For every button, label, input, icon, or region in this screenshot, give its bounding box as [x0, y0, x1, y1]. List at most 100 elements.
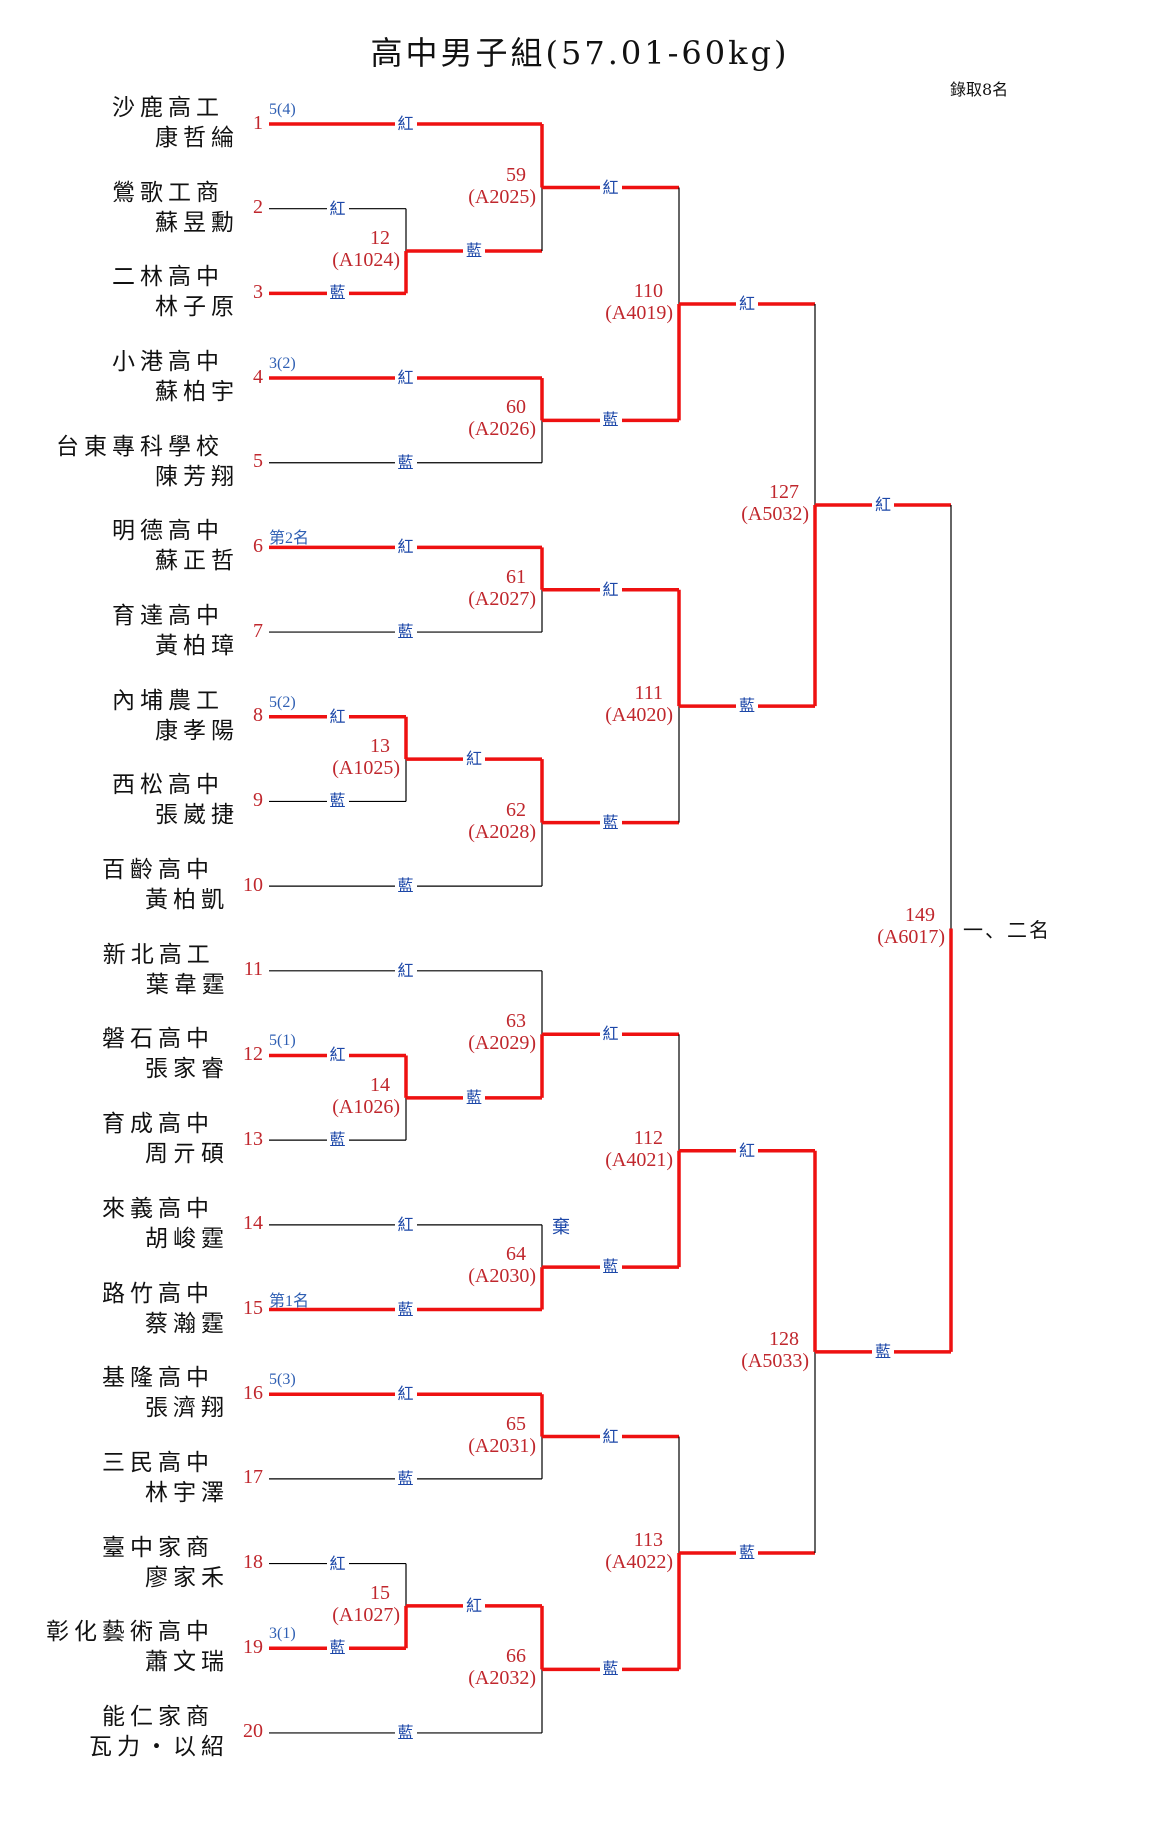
match-code: (A5032)	[741, 503, 809, 526]
match-number: 66	[506, 1645, 526, 1668]
red-corner-label: 紅	[599, 580, 622, 599]
match-code: (A4019)	[605, 301, 673, 324]
athlete-name: 林子原	[155, 294, 239, 321]
match-number: 60	[506, 396, 526, 419]
quota-label: 錄取8名	[950, 80, 1009, 99]
player-names: 內埔農工康孝陽	[112, 686, 239, 746]
athlete-name: 陳芳翔	[155, 463, 239, 490]
result-note: 5(4)	[269, 101, 296, 118]
player-names: 彰化藝術高中蕭文瑞	[46, 1617, 229, 1677]
blue-corner-label: 藍	[394, 623, 417, 642]
blue-corner-label: 藍	[326, 284, 349, 303]
match-label: 63(A2029)	[468, 1010, 536, 1054]
athlete-name: 周亓碩	[145, 1141, 229, 1168]
match-label: 66(A2032)	[468, 1645, 536, 1689]
match-label: 14(A1026)	[332, 1074, 400, 1118]
player-names: 基隆高中張濟翔	[102, 1363, 229, 1423]
school-name: 新北高工	[102, 941, 215, 968]
athlete-name: 蔡瀚霆	[145, 1310, 229, 1337]
match-label: 60(A2026)	[468, 396, 536, 440]
match-number: 110	[633, 279, 663, 302]
blue-corner-label: 藍	[394, 877, 417, 896]
match-code: (A1027)	[332, 1603, 400, 1626]
red-corner-label: 紅	[735, 1141, 759, 1160]
red-corner-label: 紅	[735, 294, 759, 313]
match-number: 13	[370, 735, 390, 758]
red-corner-label: 紅	[599, 1025, 622, 1044]
athlete-name: 林宇澤	[145, 1479, 229, 1506]
match-code: (A6017)	[877, 926, 945, 949]
match-label: 110(A4019)	[605, 280, 673, 324]
player-entry: 百齡高中黃柏凱 10	[102, 855, 263, 915]
athlete-name: 葉韋霆	[145, 971, 230, 998]
player-names: 來義高中胡峻霆	[102, 1194, 229, 1254]
seed-number: 16	[243, 1381, 263, 1404]
athlete-name: 蘇柏宇	[155, 379, 239, 406]
seed-number: 15	[243, 1297, 263, 1320]
athlete-name: 康哲綸	[155, 125, 239, 151]
match-label: 113(A4022)	[605, 1529, 673, 1573]
match-label: 128(A5033)	[741, 1328, 809, 1372]
match-label: 65(A2031)	[468, 1413, 536, 1457]
blue-corner-label: 藍	[599, 813, 622, 832]
match-code: (A5033)	[741, 1349, 809, 1372]
red-corner-label: 紅	[326, 707, 349, 726]
result-note: 第2名	[269, 530, 310, 548]
seed-number: 13	[243, 1127, 263, 1150]
final-placement-label: 一、二名	[963, 918, 1051, 943]
school-name: 沙鹿高工	[112, 95, 224, 121]
blue-corner-label: 藍	[599, 1258, 622, 1277]
match-label: 112(A4021)	[605, 1127, 673, 1171]
match-code: (A2031)	[468, 1434, 536, 1457]
blue-corner-label: 藍	[735, 697, 759, 716]
result-note: 3(2)	[269, 355, 296, 373]
match-code: (A4020)	[605, 704, 673, 727]
school-name: 台東專科學校	[56, 433, 224, 460]
match-number: 62	[506, 798, 526, 821]
blue-corner-label: 藍	[326, 792, 349, 811]
match-label: 13(A1025)	[332, 735, 400, 779]
player-names: 百齡高中黃柏凱	[102, 855, 229, 915]
seed-number: 9	[253, 788, 263, 811]
match-code: (A2029)	[468, 1032, 536, 1055]
red-corner-label: 紅	[599, 1427, 622, 1446]
athlete-name: 蘇正哲	[155, 548, 239, 575]
red-corner-label: 紅	[394, 961, 417, 980]
player-names: 台東專科學校陳芳翔	[56, 432, 239, 492]
athlete-name: 蘇昱勳	[155, 209, 239, 236]
result-note: 5(2)	[269, 693, 296, 711]
school-name: 臺中家商	[102, 1534, 214, 1561]
player-names: 明德高中蘇正哲	[112, 516, 239, 576]
match-number: 61	[506, 565, 526, 588]
blue-corner-label: 藍	[599, 1660, 622, 1679]
player-names: 臺中家商廖家禾	[102, 1533, 229, 1593]
red-corner-label: 紅	[394, 369, 417, 388]
school-name: 路竹高中	[102, 1280, 214, 1307]
blue-corner-label: 藍	[871, 1342, 895, 1361]
blue-corner-label: 藍	[394, 1300, 417, 1319]
school-name: 基隆高中	[102, 1365, 214, 1392]
school-name: 育達高中	[112, 603, 224, 630]
player-names: 三民高中林宇澤	[102, 1448, 229, 1508]
player-names: 西松高中張崴捷	[112, 770, 239, 830]
match-code: (A4021)	[605, 1148, 673, 1171]
player-entry: 路竹高中蔡瀚霆 15	[102, 1279, 263, 1339]
seed-number: 12	[243, 1042, 263, 1065]
match-number: 65	[506, 1412, 526, 1435]
blue-corner-label: 藍	[462, 1088, 486, 1107]
athlete-name: 黃柏凱	[145, 887, 229, 914]
player-entry: 西松高中張崴捷 9	[112, 770, 263, 830]
blue-corner-label: 藍	[394, 1723, 417, 1742]
seed-number: 3	[253, 280, 263, 303]
seed-number: 10	[243, 873, 263, 896]
red-corner-label: 紅	[462, 750, 486, 769]
school-name: 磐石高中	[102, 1026, 214, 1053]
